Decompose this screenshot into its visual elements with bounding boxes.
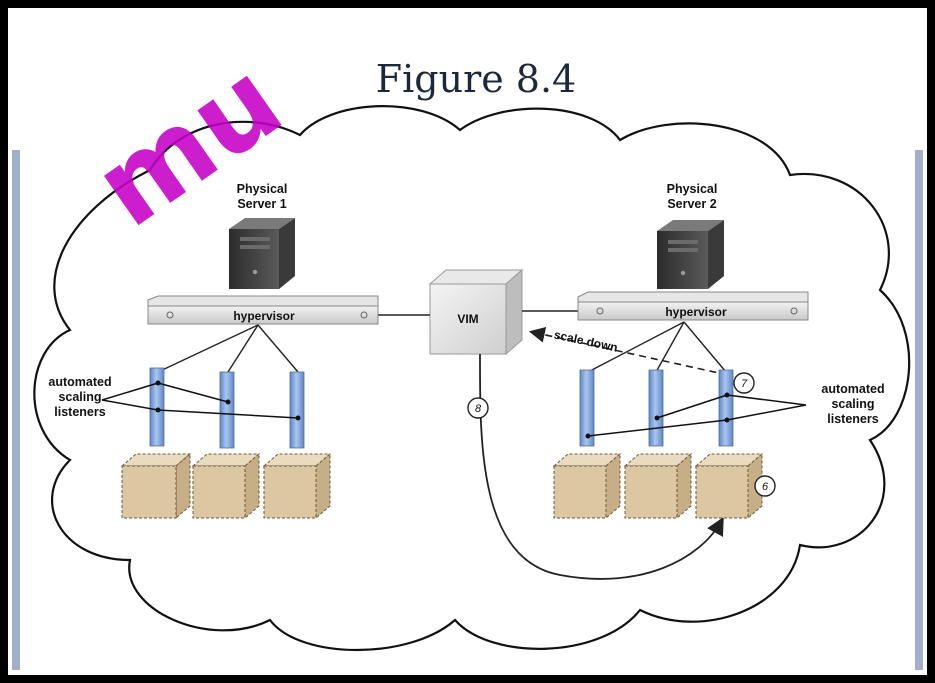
listener-bar-left-3 (289, 371, 305, 449)
left-listener-dots (155, 380, 301, 421)
left-listener-pointers (101, 382, 299, 419)
step6-label: 6 (762, 481, 769, 493)
vm-box-left-2 (191, 452, 261, 520)
vim-box: VIM (428, 268, 524, 356)
step8-arrow (479, 353, 724, 580)
vm-box-right-1 (552, 452, 622, 520)
hypervisor-right: hypervisor (577, 291, 809, 321)
server1-label-line2: Server 1 (237, 197, 286, 211)
server1-tower-icon (229, 218, 295, 289)
step7-marker: 7 (733, 372, 755, 394)
left-listeners-label-line1: automated (48, 375, 111, 389)
hypervisor-left-label: hypervisor (233, 309, 295, 323)
scale-down-arrow (528, 326, 729, 376)
right-rail (915, 150, 923, 670)
listener-bar-right-2 (648, 369, 664, 447)
step8-label: 8 (475, 403, 482, 415)
server2-label-line2: Server 2 (667, 197, 716, 211)
listener-bar-right-3 (718, 369, 734, 447)
right-listener-pointers (587, 394, 807, 437)
left-rail (12, 150, 20, 670)
hypervisor-right-links (587, 321, 727, 373)
vm-box-left-3 (262, 452, 332, 520)
listener-bar-left-1 (149, 367, 165, 447)
hypervisor-right-label: hypervisor (665, 305, 727, 319)
server2-label-line1: Physical (667, 182, 718, 196)
left-listeners-label-line3: listeners (54, 405, 105, 419)
vim-label: VIM (457, 312, 478, 326)
server1-label-line1: Physical (237, 182, 288, 196)
right-listener-dots (585, 392, 730, 439)
right-listeners-label-line3: listeners (827, 412, 878, 426)
step8-marker: 8 (467, 397, 489, 419)
left-listeners-label-line2: scaling (58, 390, 101, 404)
vm-box-right-2 (623, 452, 693, 520)
right-listeners-label-line2: scaling (831, 397, 874, 411)
hypervisor-left: hypervisor (147, 295, 379, 325)
vm-box-left-1 (120, 452, 192, 520)
right-listeners-label-line1: automated (821, 382, 884, 396)
hypervisor-left-links (157, 324, 299, 373)
figure-title: Figure 8.4 (376, 57, 576, 101)
step6-marker: 6 (754, 475, 776, 497)
listener-bar-left-2 (219, 371, 235, 449)
listener-bar-right-1 (579, 369, 595, 447)
step7-label: 7 (741, 378, 748, 390)
server2-tower-icon (657, 220, 724, 289)
vm-box-right-3 (694, 452, 764, 520)
